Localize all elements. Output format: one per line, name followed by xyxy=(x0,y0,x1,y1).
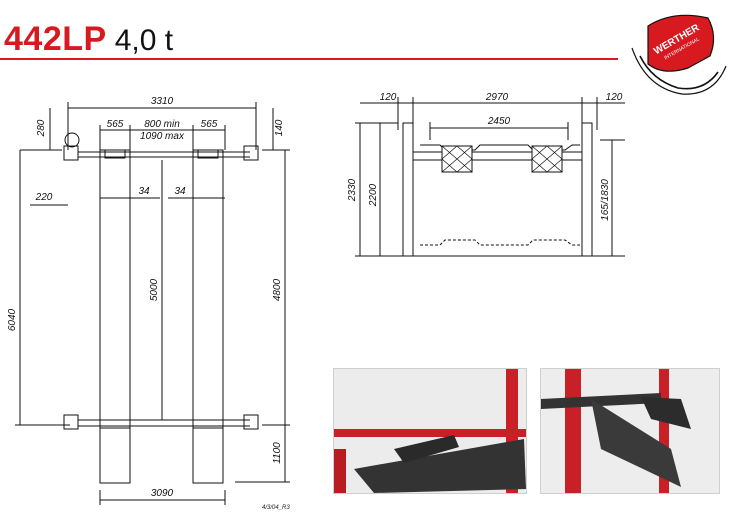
dim-runway-span: 2450 xyxy=(487,116,511,127)
dim-gap-min: 800 min xyxy=(144,119,180,130)
dim-rear-extension: 1100 xyxy=(272,442,283,464)
dim-post-offset: 220 xyxy=(35,192,53,203)
dim-width-between: 2970 xyxy=(485,92,509,103)
dim-runway-length: 5000 xyxy=(149,278,160,301)
plan-view-drawing: 3310 565 800 min 1090 max 565 280 140 22… xyxy=(7,96,290,505)
dim-top-left: 280 xyxy=(36,119,47,137)
dim-top-right: 140 xyxy=(274,119,285,136)
dim-rail-left: 34 xyxy=(138,186,150,197)
capacity-label: 4,0 t xyxy=(114,24,174,57)
dim-post-spacing: 4800 xyxy=(272,278,283,301)
front-view-drawing: 120 2970 120 2450 2330 2200 165/1830 xyxy=(347,92,625,257)
model-name: 442LP xyxy=(4,20,107,58)
dim-total-height: 2330 xyxy=(347,178,358,202)
dim-overall-width: 3310 xyxy=(151,96,174,107)
dim-min-height: 165/1830 xyxy=(600,179,611,221)
header-rule xyxy=(0,58,618,60)
dim-lift-height: 2200 xyxy=(368,183,379,207)
dim-left-post: 120 xyxy=(380,92,397,103)
werther-logo: WERTHER INTERNATIONAL xyxy=(631,14,727,95)
document-code: 4/3/04_R3 xyxy=(262,505,290,511)
dim-overall-length: 6040 xyxy=(7,308,18,331)
dim-left-offset: 565 xyxy=(107,119,124,130)
dim-right-post: 120 xyxy=(606,92,623,103)
dim-rail-right: 34 xyxy=(174,186,186,197)
dim-base-width: 3090 xyxy=(151,488,174,499)
dim-right-offset: 565 xyxy=(201,119,218,130)
dim-gap-max: 1090 max xyxy=(140,131,185,142)
photo-ramp-side xyxy=(540,368,720,494)
photo-ramp-closeup xyxy=(333,368,527,494)
